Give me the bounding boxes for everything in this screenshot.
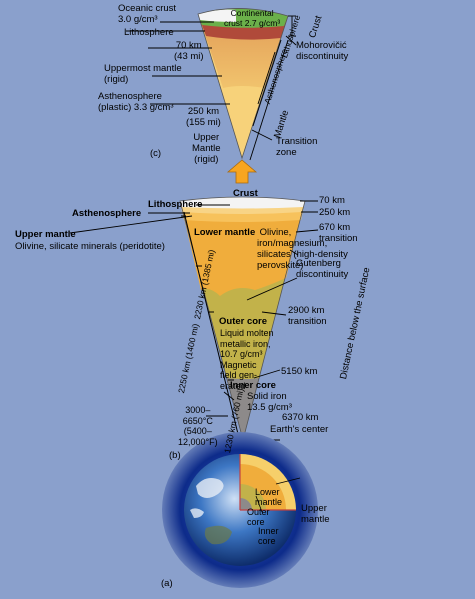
panel-b-wedge [179, 196, 306, 442]
label-earth-center: Earth's center [270, 424, 329, 435]
label-outer-core-desc: Liquid molten metallic iron, 10.7 g/cm³ … [220, 328, 274, 391]
label-upper-mantle-c: Upper Mantle (rigid) [192, 132, 221, 165]
label-upper-mantle-a: Upper mantle [301, 503, 330, 525]
label-panel-b: (b) [169, 450, 181, 461]
label-crust-b: Crust [233, 188, 258, 199]
label-upper-mantle-desc: Olivine, silicate minerals (peridotite) [15, 241, 165, 252]
label-lower-mantle-a: Lower mantle [255, 487, 283, 507]
label-lithosphere-b: Lithosphere [148, 199, 203, 210]
label-transition-2900: 2900 km transition [288, 305, 327, 327]
label-inner-core-desc: Solid iron 13.5 g/cm³ [247, 391, 292, 413]
label-lower-mantle-title: Lower mantle [194, 227, 256, 238]
label-upper-mantle-title: Upper mantle [15, 229, 76, 240]
label-depth-6370: 6370 km [282, 412, 319, 423]
label-inner-core-a: Inner core [258, 526, 279, 546]
label-uppermost-mantle: Uppermost mantle (rigid) [104, 63, 182, 85]
label-outer-core-a: Outer core [247, 507, 270, 527]
label-depth-250-c: 250 km (155 mi) [186, 106, 221, 128]
label-lower-mantle-desc: Olivine, iron/magnesium, silicates (high… [257, 227, 348, 271]
panel-c-brackets [126, 15, 297, 161]
label-moho: Mohorovičić discontinuity [296, 40, 349, 62]
panel-c-wedge [197, 8, 289, 160]
label-depth-70-b: 70 km [319, 195, 345, 206]
label-asthenosphere-b: Asthenosphere [72, 208, 142, 219]
label-gutenberg: Gutenberg discontinuity [296, 258, 349, 280]
label-lithosphere-c: Lithosphere [124, 27, 174, 38]
zoom-arrow-upper [226, 159, 258, 184]
label-asthenosphere-c: Asthenosphere (plastic) 3.3 g/cm³ [98, 91, 174, 113]
label-transition-670: 670 km transition [319, 222, 358, 244]
label-continental-crust: Continental crust 2.7 g/cm³ [224, 8, 281, 28]
label-temperature: 3000– 6650°C (5400– 12,000°F) [178, 405, 218, 447]
label-transition-zone: Transition zone [276, 136, 318, 158]
label-inner-core-title: Inner core [230, 380, 276, 391]
label-depth-5150: 5150 km [281, 366, 318, 377]
label-panel-a: (a) [161, 578, 173, 589]
label-depth-250-b: 250 km [319, 207, 351, 218]
label-panel-c: (c) [150, 148, 162, 159]
panel-b-leaders [69, 200, 319, 441]
label-outer-core-title: Outer core [219, 316, 268, 327]
label-oceanic-crust: Oceanic crust 3.0 g/cm³ [118, 3, 177, 25]
panel-a-globe [162, 432, 318, 588]
label-depth-70-c: 70 km (43 mi) [174, 40, 204, 62]
